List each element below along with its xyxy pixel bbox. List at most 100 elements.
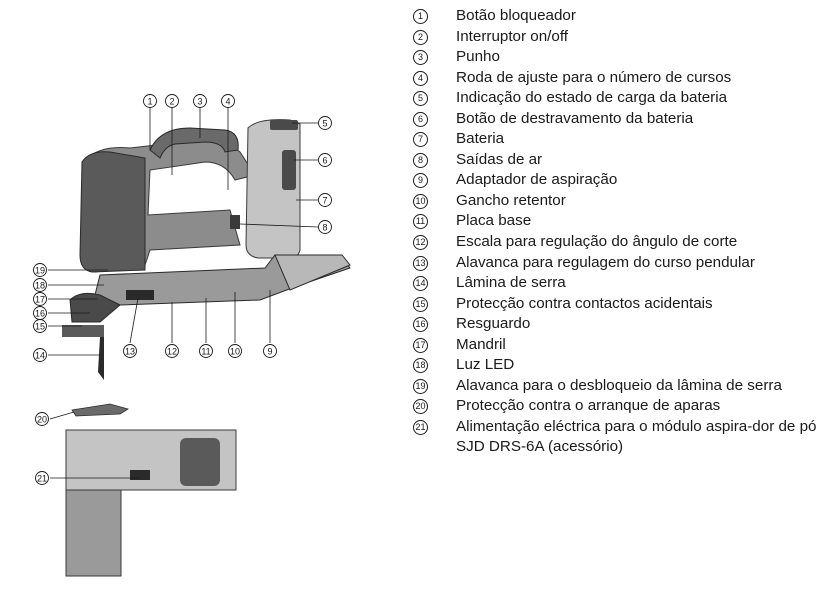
guard xyxy=(69,292,121,323)
svg-text:2: 2 xyxy=(169,97,174,107)
legend-text: Alavanca para o desbloqueio da lâmina de… xyxy=(456,376,782,394)
callout-10: 10 xyxy=(228,344,242,358)
legend-number: 13 xyxy=(413,255,428,271)
callout-16: 16 xyxy=(33,306,47,320)
svg-text:3: 3 xyxy=(197,97,202,107)
svg-text:11: 11 xyxy=(201,347,210,357)
callout-2: 2 xyxy=(165,94,179,108)
legend-text: Placa base xyxy=(456,212,532,230)
legend-text: Luz LED xyxy=(456,356,515,374)
legend-number: 6 xyxy=(413,111,428,127)
callout-5: 5 xyxy=(318,116,332,130)
legend-text: Punho xyxy=(456,48,500,66)
svg-text:19: 19 xyxy=(35,266,45,276)
saw-blade xyxy=(98,337,104,380)
legend-text: Resguardo xyxy=(456,315,531,333)
legend-number: 18 xyxy=(413,358,428,374)
leader-lines xyxy=(48,108,319,479)
legend-number: 7 xyxy=(413,132,428,148)
svg-text:18: 18 xyxy=(35,281,45,291)
legend-number: 14 xyxy=(413,276,428,292)
legend-number: 19 xyxy=(413,378,428,394)
jigsaw-illustration: 1 2 3 4 5 6 7 8 9 10 11 12 13 14 15 16 1… xyxy=(0,0,390,595)
legend-item: 15 Protecção contra contactos acidentais xyxy=(413,294,838,315)
legend-text: Alimentação eléctrica para o módulo aspi… xyxy=(456,417,817,456)
legend-text: Interruptor on/off xyxy=(456,27,569,45)
legend-item: 3 Punho xyxy=(413,47,838,68)
legend-text: Gancho retentor xyxy=(456,191,566,209)
callout-12: 12 xyxy=(165,344,179,358)
svg-text:5: 5 xyxy=(322,119,327,129)
power-connector xyxy=(130,470,150,480)
legend-text: Lâmina de serra xyxy=(456,274,566,292)
svg-text:1: 1 xyxy=(147,97,152,107)
legend-number: 11 xyxy=(413,214,428,230)
battery-top xyxy=(270,120,298,130)
legend-item: 6 Botão de destravamento da bateria xyxy=(413,109,838,130)
svg-text:13: 13 xyxy=(125,347,135,357)
svg-text:16: 16 xyxy=(35,309,45,319)
callout-6: 6 xyxy=(318,153,332,167)
callout-9: 9 xyxy=(263,344,277,358)
detail-base xyxy=(65,489,122,577)
legend-text: Adaptador de aspiração xyxy=(456,171,618,189)
jigsaw-drawing: 1 2 3 4 5 6 7 8 9 10 11 12 13 14 15 16 1… xyxy=(33,94,351,577)
callout-18: 18 xyxy=(33,278,47,292)
legend-item: 21 Alimentação eléctrica para o módulo as… xyxy=(413,417,838,458)
pendulum-lever xyxy=(126,290,154,300)
legend-number: 1 xyxy=(413,9,428,24)
callout-1: 1 xyxy=(143,94,157,108)
svg-text:15: 15 xyxy=(35,322,45,332)
legend-item: 14 Lâmina de serra xyxy=(413,273,838,294)
legend-item: 5 Indicação do estado de carga da bateria xyxy=(413,88,838,109)
legend-number: 16 xyxy=(413,317,428,333)
legend-number: 9 xyxy=(413,173,428,189)
svg-text:14: 14 xyxy=(35,351,45,361)
svg-text:7: 7 xyxy=(322,196,327,206)
svg-text:8: 8 xyxy=(322,223,327,233)
legend-number: 17 xyxy=(413,337,428,353)
legend-number: 3 xyxy=(413,50,428,66)
callout-21: 21 xyxy=(35,471,49,485)
front-housing xyxy=(79,151,146,273)
callout-13: 13 xyxy=(123,344,137,358)
legend-text: Bateria xyxy=(456,130,505,148)
svg-text:6: 6 xyxy=(322,156,327,166)
callout-3: 3 xyxy=(193,94,207,108)
legend-item: 18 Luz LED xyxy=(413,355,838,376)
callout-20: 20 xyxy=(35,412,49,426)
chip-guard-part xyxy=(71,403,129,417)
legend-item: 2 Interruptor on/off xyxy=(413,27,838,48)
legend-item: 16 Resguardo xyxy=(413,314,838,335)
callout-7: 7 xyxy=(318,193,332,207)
legend-number: 2 xyxy=(413,29,428,45)
legend-number: 20 xyxy=(413,399,428,415)
legend-number: 15 xyxy=(413,296,428,312)
legend-text: Escala para regulação do ângulo de corte xyxy=(456,233,738,251)
legend-text: Protecção contra contactos acidentais xyxy=(456,294,713,312)
svg-text:9: 9 xyxy=(267,347,272,357)
svg-text:12: 12 xyxy=(167,347,177,357)
callout-14: 14 xyxy=(33,348,47,362)
extraction-adapter xyxy=(274,254,351,291)
legend-number: 4 xyxy=(413,70,428,86)
svg-text:21: 21 xyxy=(37,474,47,484)
callout-4: 4 xyxy=(221,94,235,108)
legend-number: 5 xyxy=(413,91,428,107)
legend-number: 8 xyxy=(413,152,428,168)
detail-battery xyxy=(180,438,220,486)
legend-text: Botão de destravamento da bateria xyxy=(456,109,694,127)
callout-8: 8 xyxy=(318,220,332,234)
svg-text:10: 10 xyxy=(230,347,240,357)
legend-number: 21 xyxy=(413,419,428,435)
callout-19: 19 xyxy=(33,263,47,277)
legend-text: Indicação do estado de carga da bateria xyxy=(456,89,728,107)
callout-11: 11 xyxy=(199,344,213,358)
callout-15: 15 xyxy=(33,319,47,333)
